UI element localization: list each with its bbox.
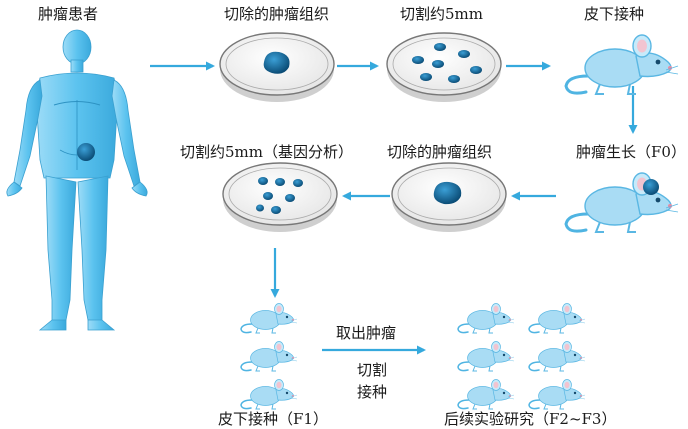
label-excised-tumor-mid: 切除的肿瘤组织 (387, 143, 493, 161)
label-followup-f2-f3: 后续实验研究（F2~F3） (444, 410, 617, 428)
label-cut: 切割 (357, 361, 388, 379)
mouse-group-f1-icon (240, 302, 298, 410)
mouse-inoculation-icon (564, 33, 680, 96)
petri-dish-excised-top-icon (219, 32, 335, 102)
mouse-f0-icon (564, 171, 680, 234)
label-excised-tumor-top: 切除的肿瘤组织 (224, 5, 330, 23)
label-tumor-growth-f0: 肿瘤生长（F0） (576, 143, 686, 161)
label-cut-5mm-top: 切割约5mm (400, 5, 483, 23)
petri-dish-excised-mid-icon (391, 162, 507, 232)
label-subcutaneous-inoculation: 皮下接种 (584, 5, 645, 23)
label-patient: 肿瘤患者 (38, 5, 99, 23)
patient-tumor-icon (77, 143, 95, 161)
label-inoculate: 接种 (357, 383, 388, 401)
mouse-group-followup-icon (457, 302, 586, 410)
label-cut-5mm-analysis: 切割约5mm（基因分析） (180, 143, 353, 161)
flow-arrows (150, 61, 638, 355)
petri-dish-analysis-icon (222, 162, 338, 232)
mouse-f0-tumor-icon (643, 179, 659, 195)
human-figure-icon (6, 29, 148, 331)
label-remove-tumor: 取出肿瘤 (336, 324, 397, 342)
petri-dish-cut-top-icon (386, 32, 502, 102)
label-subcutaneous-f1: 皮下接种（F1） (218, 410, 328, 428)
